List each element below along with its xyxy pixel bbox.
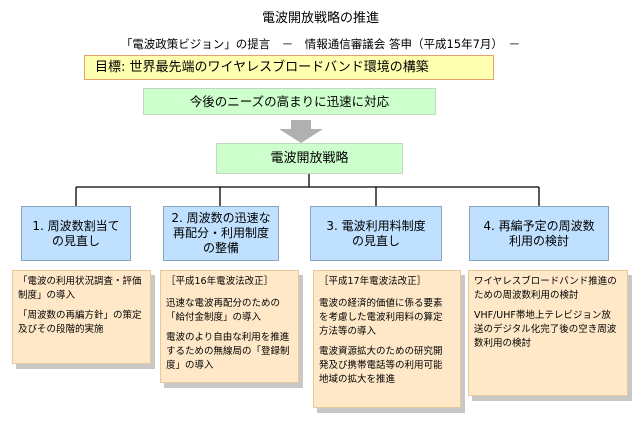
detail-3-header: ［平成17年電波法改正］ [319,276,427,287]
pillar-box-3: 3. 電波利用料制度 の見直し [310,206,442,261]
detail-box-2: ［平成16年電波法改正］ 迅速な電波再配分のための 「給付金制度」の導入 電波の… [160,270,299,383]
detail-4-item-1: ワイヤレスブロードバンド推進の ための周波数利用の検討 [474,276,617,301]
strategy-box: 電波開放戦略 [216,143,403,174]
detail-2-item-2: 電波のより自由な利用を推進 するための無線局の「登録制 度」の導入 [166,332,290,371]
pillar-label-2: 2. 周波数の迅速な 再配分・利用制度 の整備 [171,211,271,255]
detail-3-item-2: 電波資源拡大のための研究開 発及び携帯電話等の利用可能 地域の拡大を推進 [319,346,443,385]
detail-box-4: ワイヤレスブロードバンド推進の ための周波数利用の検討 VHF/UHF帯地上テレ… [468,270,628,396]
down-arrow-icon [279,120,323,143]
detail-4-item-2: VHF/UHF帯地上テレビジョン放 送のデジタル化完了後の空き周波 数利用の検討 [474,310,617,349]
pillar-label-4: 4. 再編予定の周波数 利用の検討 [483,218,595,248]
diagram-title: 電波開放戦略の推進 [261,11,379,26]
detail-box-1: 「電波の利用状況調査・評価 制度」の導入 「周波数の再編方針」の策定 及びその段… [12,270,151,364]
pillar-box-1: 1. 周波数割当て の見直し [21,206,131,261]
detail-3-item-1: 電波の経済的価値に係る要素 を考慮した電波利用料の算定 方法等の導入 [319,298,443,337]
detail-2-item-1: 迅速な電波再配分のための 「給付金制度」の導入 [166,298,281,323]
goal-box: 目標: 世界最先端のワイヤレスブロードバンド環境の構築 [84,55,494,80]
needs-box: 今後のニーズの高まりに迅速に対応 [143,88,436,115]
pillar-box-2: 2. 周波数の迅速な 再配分・利用制度 の整備 [163,206,279,261]
detail-1-item-1: 「電波の利用状況調査・評価 制度」の導入 [18,276,142,301]
pillar-label-3: 3. 電波利用料制度 の見直し [326,218,426,248]
detail-1-item-2: 「周波数の再編方針」の策定 及びその段階的実施 [18,310,142,335]
detail-box-3: ［平成17年電波法改正］ 電波の経済的価値に係る要素 を考慮した電波利用料の算定… [313,270,461,408]
diagram-subtitle: 「電波政策ビジョン」の提言 － 情報通信審議会 答申（平成15年7月） － [120,37,521,51]
pillar-box-4: 4. 再編予定の周波数 利用の検討 [469,206,609,261]
pillar-label-1: 1. 周波数割当て の見直し [32,218,120,248]
detail-2-header: ［平成16年電波法改正］ [166,276,274,287]
